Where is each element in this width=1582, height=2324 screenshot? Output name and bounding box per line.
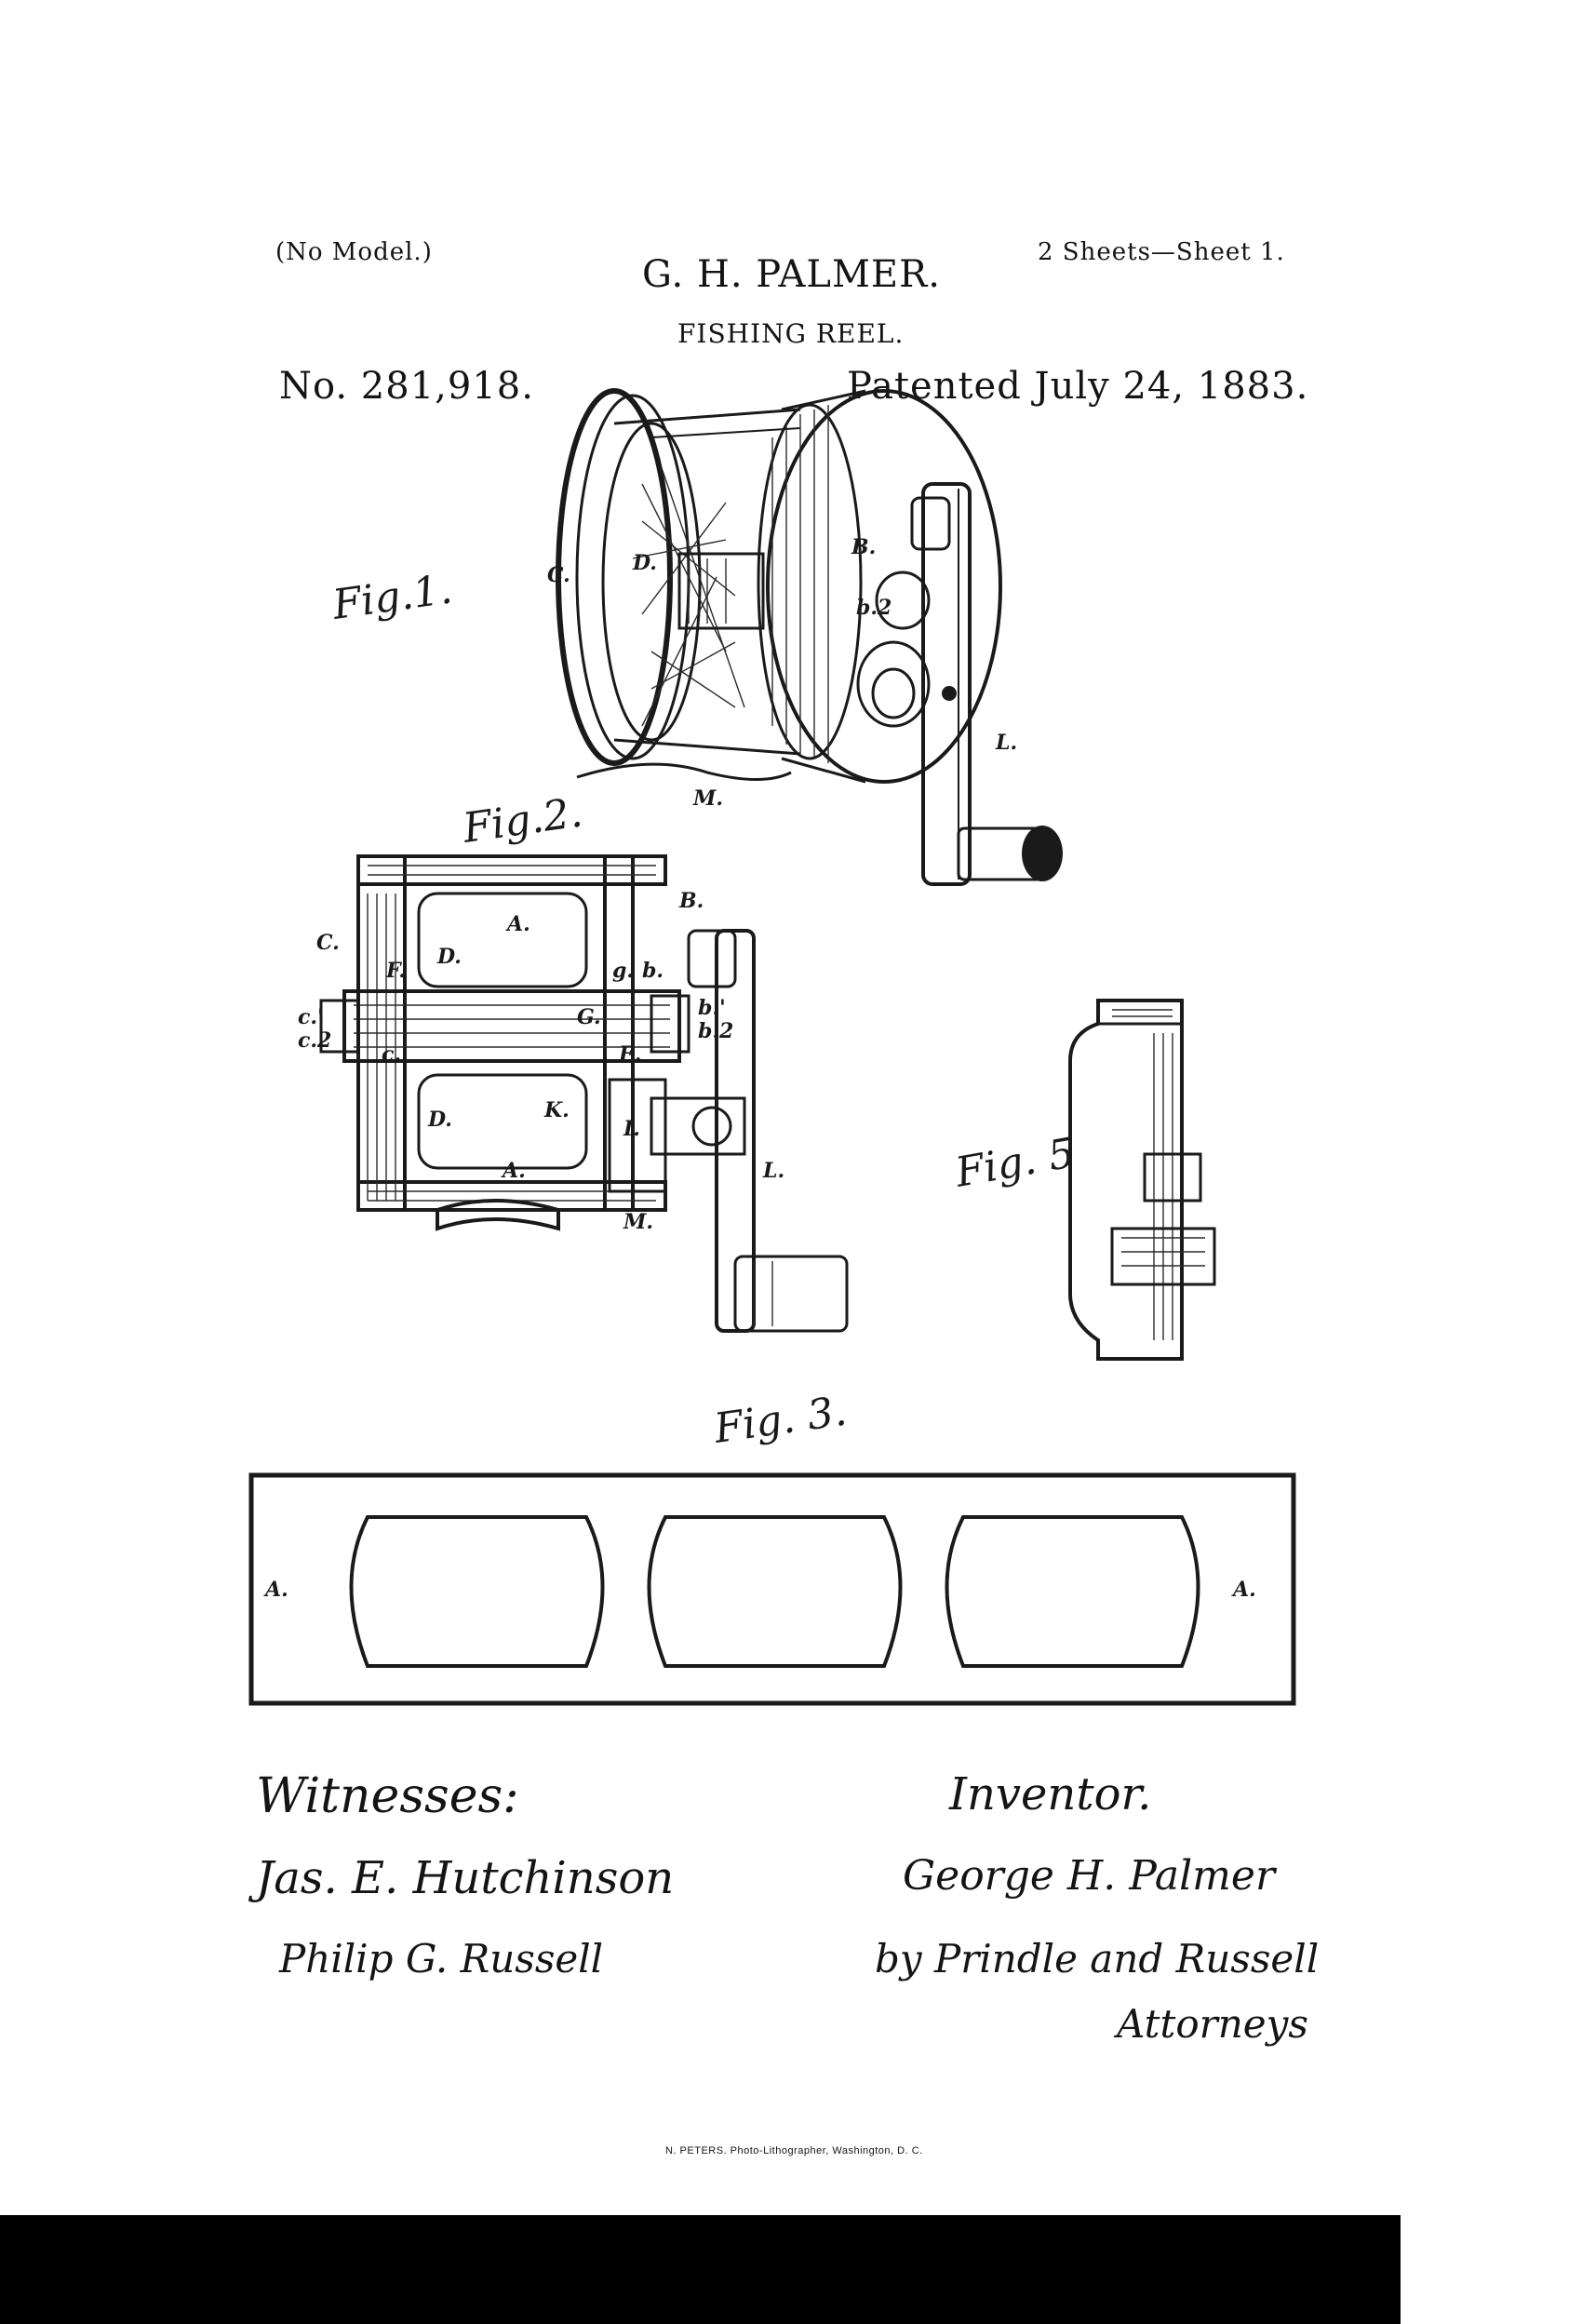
fig2-part-g: G. [577,1005,601,1029]
fig1-pillars [613,408,801,756]
witness-2-signature: Philip G. Russell [279,1936,604,1981]
fig2-part-k: K. [543,1098,570,1122]
fig2-part-e: E. [618,1042,641,1067]
fig2-part-c-prime: c.' [298,1005,324,1029]
fig1-part-d: D. [632,551,657,575]
fig2-part-a-bottom: A. [501,1159,526,1183]
fig2-part-c-small: c. [382,1042,401,1067]
model-note: (No Model.) [275,238,433,266]
fig2-part-g-small: g. [612,959,634,983]
inventor-heading: Inventor. [949,1768,1152,1820]
attorney-by-line: by Prindle and Russell [875,1936,1320,1981]
fig1-right-plate [757,389,1002,784]
fig1-left-plate [556,388,702,766]
witnesses-heading: Witnesses: [256,1768,519,1824]
fig2-part-l: L. [762,1159,784,1183]
fig2-shaft [319,989,690,1063]
fig3-window-3 [945,1515,1200,1668]
fig1-foot [576,762,792,781]
fig3-strip [248,1472,1296,1706]
fig2-part-c: C. [316,931,340,955]
fig2-part-m: M. [623,1210,653,1234]
fig2-crank [687,929,849,1333]
fig3-window-1 [349,1515,605,1668]
fig2-part-f: F. [385,959,406,983]
fig2-spool-windows [417,892,588,1170]
fig1-part-c: C. [547,563,570,587]
sheets-note: 2 Sheets—Sheet 1. [1038,238,1285,266]
attorneys-label: Attorneys [1117,2001,1308,2047]
fig2-foot [436,1199,560,1231]
fig2-part-a-top: A. [505,912,530,936]
inventor-name: G. H. PALMER. [642,253,941,296]
fig2-gearing [608,1078,746,1193]
fig1-part-l: L. [995,731,1017,755]
fig3-left-a: A. [263,1578,288,1602]
fig1-spool-lines [632,464,745,727]
bottom-scan-bar [0,2215,1401,2324]
inventor-signature: George H. Palmer [903,1852,1275,1900]
fig2-part-d-bottom: D. [427,1108,452,1132]
fig3-right-a: A. [1231,1578,1256,1602]
fig2-part-c2: c.2 [298,1028,331,1053]
fig1-arbor [677,552,765,630]
fig3-label: Fig. 3. [710,1388,849,1454]
fig1-crank [856,482,1063,886]
fig1-part-m: M. [692,786,723,811]
fig1-part-b: B. [851,535,876,559]
fig2-part-b-prime: b.' [698,996,726,1020]
fig2-part-d-top: D. [436,945,462,969]
witness-1-signature: Jas. E. Hutchinson [256,1852,675,1904]
fig2-part-i: I. [623,1117,640,1141]
patent-title: FISHING REEL. [677,318,905,349]
fig3-window-2 [647,1515,903,1668]
printer-credit: N. PETERS. Photo-Lithographer, Washingto… [665,2145,923,2156]
fig2-part-b: B. [678,889,704,913]
fig2-part-b2: b.2 [698,1019,733,1043]
patent-number: No. 281,918. [279,365,534,408]
fig2-part-b-small: b. [642,959,664,983]
fig5-body [1068,999,1216,1361]
fig1-part-b2: b.2 [856,596,892,620]
